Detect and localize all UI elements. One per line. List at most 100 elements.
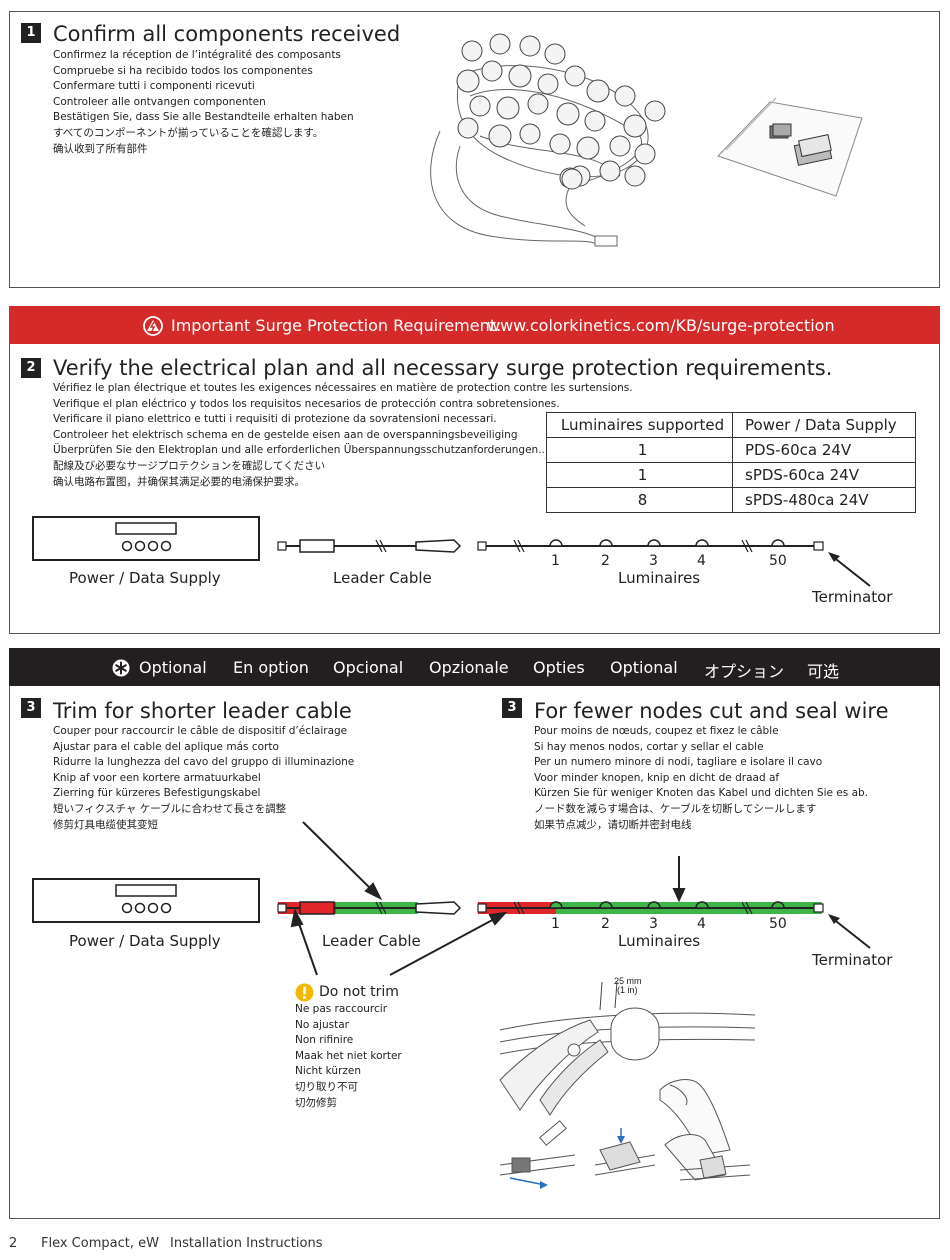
luminaires-label: Luminaires (618, 932, 701, 950)
node-number: 50 (769, 553, 787, 569)
step3b-title: For fewer nodes cut and seal wire (534, 699, 889, 723)
translation-line: Verifique el plan eléctrico y todos los … (53, 397, 560, 410)
table-cell: PDS-60ca 24V (732, 437, 916, 463)
node-number: 50 (769, 916, 787, 932)
node-number: 2 (601, 553, 610, 569)
translation-line: Maak het niet korter (295, 1049, 402, 1062)
translation-line: Controleer alle ontvangen componenten (53, 95, 266, 108)
translation-line: Verificare il piano elettrico e tutti i … (53, 413, 497, 426)
parts-bag-illustration (717, 97, 863, 197)
leader-cable-diagram (277, 539, 462, 553)
table-header: Luminaires supported (546, 412, 733, 438)
luminaires-cut-diagram (477, 901, 824, 915)
translation-line: 确认电路布置图，并确保其满足必要的电涌保护要求。 (53, 475, 305, 488)
translation-line: Knip af voor een kortere armatuurkabel (53, 771, 261, 784)
luminaires-table: Luminaires supported Power / Data Supply… (546, 412, 916, 513)
node-number: 2 (601, 916, 610, 932)
table-row: 1 PDS-60ca 24V (546, 437, 916, 463)
node-number: 3 (649, 553, 658, 569)
step1-translations: Confirmez la réception de l’intégralité … (53, 48, 354, 157)
translation-line: Non rifinire (295, 1034, 354, 1047)
optional-banner (9, 648, 940, 686)
terminator-label: Terminator (812, 588, 893, 606)
translation-line: Überprüfen Sie den Elektroplan und alle … (53, 444, 545, 457)
leader-cable-label: Leader Cable (333, 569, 432, 587)
translation-line: Voor minder knopen, knip en dicht de dra… (534, 771, 780, 784)
optional-label-ja: オプション (704, 662, 785, 681)
translation-line: Bestätigen Sie, dass Sie alle Bestandtei… (53, 111, 354, 124)
measure-in: (1 in) (617, 985, 638, 995)
cut-and-seal-illustration: 25 mm (1 in) (499, 976, 756, 1189)
footer-product: Flex Compact, eW (41, 1236, 159, 1251)
optional-label-nl: Opties (533, 658, 585, 677)
node-number: 4 (697, 916, 706, 932)
step2-number: 2 (21, 358, 41, 378)
step2-translations: Vérifiez le plan électrique et toutes le… (53, 381, 633, 490)
table-cell: 1 (546, 462, 733, 488)
translation-line: すべてのコンポーネントが揃っていることを確認します。 (53, 126, 324, 139)
translation-line: 切勿修剪 (295, 1096, 337, 1109)
translation-line: Pour moins de nœuds, coupez et fixez le … (534, 725, 779, 737)
translation-line: ノード数を減らす場合は、ケーブルを切断してシールします (534, 802, 817, 815)
step1-title: Confirm all components received (53, 22, 401, 46)
translation-line: Nicht kürzen (295, 1065, 362, 1078)
translation-line: 修剪灯具电缆使其变短 (53, 818, 158, 831)
step3a-number: 3 (21, 698, 41, 718)
power-supply-diagram (32, 878, 260, 923)
optional-label-de: Optional (610, 658, 678, 677)
optional-label-en: Optional (139, 658, 207, 677)
surge-banner-url[interactable]: www.colorkinetics.com/KB/surge-protectio… (487, 316, 835, 335)
table-header-row: Luminaires supported Power / Data Supply (546, 412, 916, 438)
translation-line: Vérifiez le plan électrique et toutes le… (53, 382, 633, 394)
translation-line: Si hay menos nodos, cortar y sellar el c… (534, 740, 764, 753)
step3b-translations: Pour moins de nœuds, coupez et fixez le … (534, 724, 868, 833)
surge-warning-icon (143, 316, 163, 336)
table-cell: 8 (546, 487, 733, 513)
optional-label-zh: 可选 (807, 662, 840, 681)
leader-cable-trim-diagram (277, 901, 462, 915)
power-supply-label: Power / Data Supply (69, 569, 221, 587)
translation-line: No ajustar (295, 1018, 349, 1031)
do-not-trim-title: Do not trim (319, 984, 399, 1000)
translation-line: Kürzen Sie für weniger Knoten das Kabel … (534, 787, 869, 800)
translation-line: Confirmez la réception de l’intégralité … (53, 49, 341, 61)
translation-line: Couper pour raccourcir le câble de dispo… (53, 725, 348, 737)
optional-label-it: Opzionale (429, 658, 509, 677)
translation-line: Confermare tutti i componenti ricevuti (53, 80, 255, 93)
table-row: 8 sPDS-480ca 24V (546, 487, 916, 513)
table-row: 1 sPDS-60ca 24V (546, 462, 916, 488)
translation-line: Compruebe si ha recibido todos los compo… (53, 64, 313, 77)
translation-line: 短いフィクスチャ ケーブルに合わせて長さを調整 (53, 802, 287, 815)
footer-page-number: 2 (9, 1236, 18, 1251)
node-number: 1 (551, 916, 560, 932)
translation-line: Controleer het elektrisch schema en de g… (53, 428, 518, 441)
step2-title: Verify the electrical plan and all neces… (53, 356, 833, 380)
translation-line: Ridurre la lunghezza del cavo del gruppo… (53, 756, 355, 769)
optional-asterisk-icon (112, 659, 130, 677)
node-number: 4 (697, 553, 706, 569)
terminator-arrow (828, 914, 871, 949)
power-supply-label: Power / Data Supply (69, 932, 221, 950)
luminaires-label: Luminaires (618, 569, 701, 587)
optional-label-es: Opcional (333, 658, 404, 677)
do-not-trim-translations: Ne pas raccourcir No ajustar Non rifinir… (295, 1002, 402, 1111)
translation-line: Zierring für kürzeres Befestigungskabel (53, 787, 261, 800)
measure-mm: 25 mm (614, 976, 642, 986)
step3a-translations: Couper pour raccourcir le câble de dispo… (53, 724, 354, 833)
translation-line: 配線及び必要なサージプロテクションを確認してください (53, 459, 326, 472)
power-supply-diagram (32, 516, 260, 561)
luminaires-string-diagram (477, 539, 824, 553)
translation-line: 切り取り不可 (295, 1080, 358, 1093)
step3a-title: Trim for shorter leader cable (53, 699, 352, 723)
terminator-label: Terminator (812, 951, 893, 969)
footer-doc-title: Installation Instructions (170, 1236, 323, 1251)
node-number: 1 (551, 553, 560, 569)
node-number: 3 (649, 916, 658, 932)
translation-line: Ne pas raccourcir (295, 1003, 388, 1015)
step3b-number: 3 (502, 698, 522, 718)
surge-protection-banner (9, 306, 940, 344)
translation-line: Per un numero minore di nodi, tagliare e… (534, 756, 823, 769)
step3-panel (9, 686, 940, 1219)
exclamation-icon (295, 983, 314, 1002)
